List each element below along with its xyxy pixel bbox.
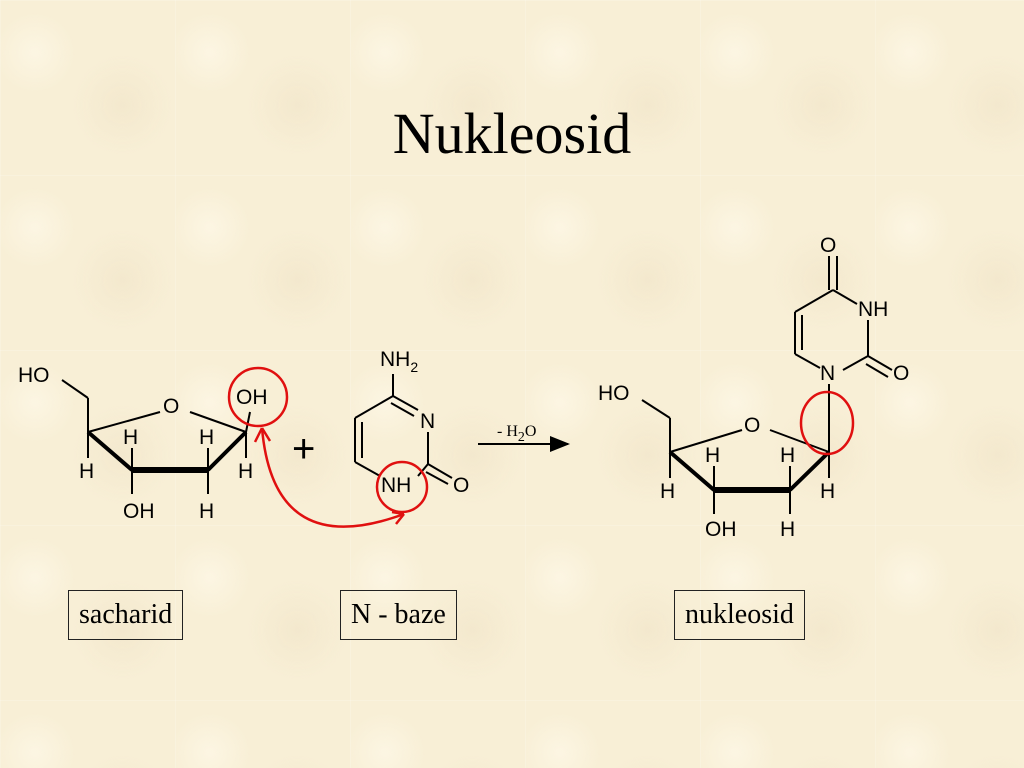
- sugar-oh-highlight-circle: [227, 366, 289, 428]
- product-oh-c3: OH: [705, 518, 737, 541]
- product-label: nukleosid: [685, 599, 794, 630]
- condensation-arrow: [260, 427, 405, 528]
- slide-title: Nukleosid: [392, 101, 632, 166]
- base-nh2-label: NH2: [380, 348, 418, 375]
- sugar-h-c3-up: H: [123, 426, 138, 449]
- sugar-h-c4: H: [79, 460, 94, 483]
- base-structure: [354, 374, 453, 485]
- base-label: N - baze: [351, 599, 446, 630]
- base-nh-label: NH: [381, 474, 411, 497]
- nucleoside-structure: [641, 256, 893, 514]
- sugar-h-c2-up: H: [199, 426, 214, 449]
- sugar-label-box: sacharid: [68, 590, 184, 640]
- product-h-c2-down: H: [780, 518, 795, 541]
- product-h-c4: H: [660, 480, 675, 503]
- product-uracil-nh: NH: [858, 298, 888, 321]
- plus-sign: +: [292, 427, 315, 471]
- product-h-c3-up: H: [705, 444, 720, 467]
- condensation-arrowhead-end: [391, 510, 405, 525]
- product-h-c1: H: [820, 480, 835, 503]
- reaction-condition: - H2O: [497, 423, 536, 445]
- sugar-ho-label: HO: [18, 364, 50, 387]
- sugar-anomeric-oh: OH: [236, 386, 268, 409]
- sugar-h-c2-down: H: [199, 500, 214, 523]
- product-uracil-o-top: O: [820, 234, 836, 257]
- product-ho-label: HO: [598, 382, 630, 405]
- base-label-box: N - baze: [340, 590, 457, 640]
- sugar-structure: [61, 379, 251, 494]
- sugar-oh-c3: OH: [123, 500, 155, 523]
- product-uracil-n1: N: [820, 362, 835, 385]
- base-ring-nitrogen: N: [420, 410, 435, 433]
- glycosidic-bond-highlight: [799, 390, 855, 456]
- base-carbonyl-oxygen: O: [453, 474, 469, 497]
- product-uracil-o-right: O: [893, 362, 909, 385]
- product-ring-oxygen: O: [744, 414, 760, 437]
- condensation-arrowhead-start: [253, 427, 272, 443]
- product-h-c2-up: H: [780, 444, 795, 467]
- product-label-box: nukleosid: [674, 590, 805, 640]
- sugar-h-c1: H: [238, 460, 253, 483]
- sugar-label: sacharid: [79, 599, 173, 630]
- base-nh-highlight-circle: [375, 460, 429, 514]
- sugar-ring-oxygen: O: [163, 395, 179, 418]
